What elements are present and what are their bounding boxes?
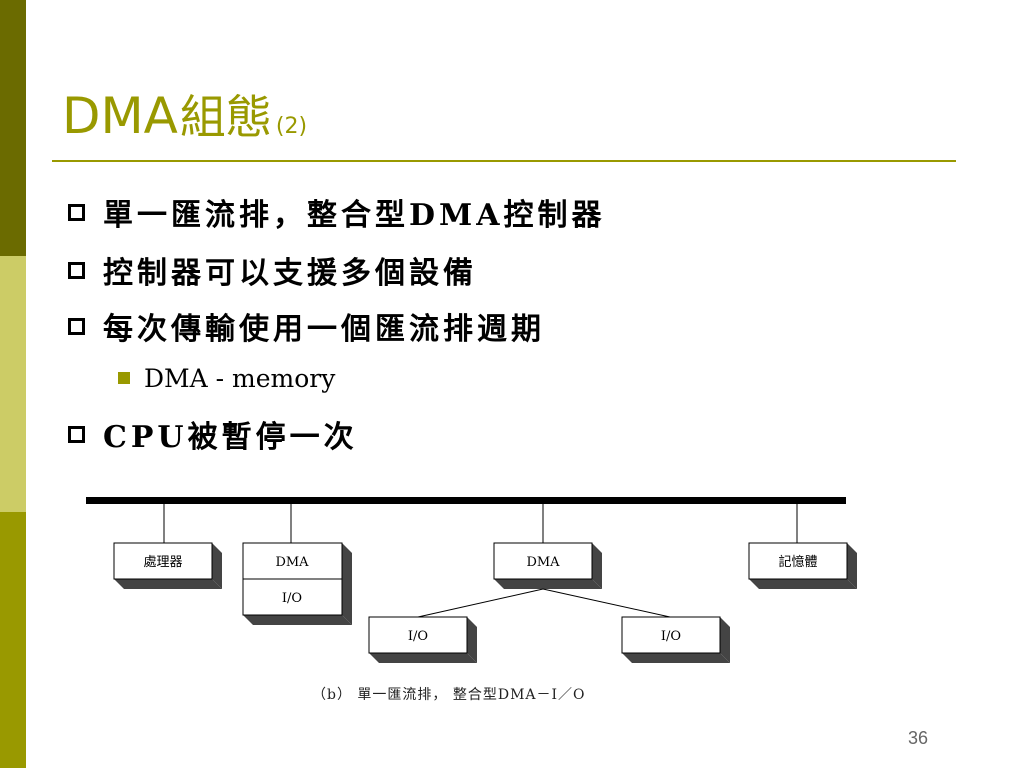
dma-center-box: DMA <box>493 542 602 589</box>
processor-label: 處理器 <box>143 555 182 570</box>
sub-bullet-text: DMA - memory <box>144 363 336 393</box>
memory-label: 記憶體 <box>778 554 817 570</box>
side-bar-top <box>0 0 26 256</box>
side-bar-middle <box>0 256 26 512</box>
bullet-text: 控制器可以支援多個設備 <box>103 256 477 291</box>
processor-box: 處理器 <box>113 542 222 589</box>
title-sub: (2) <box>275 114 308 139</box>
sub-bullet-item: DMA - memory <box>118 360 335 396</box>
io-bottom-right-label: I/O <box>661 629 681 644</box>
system-bus <box>86 497 846 504</box>
dma-left-label: DMA <box>275 555 309 570</box>
io-bottom-left-box: I/O <box>368 616 477 663</box>
dma-center-label: DMA <box>526 555 560 570</box>
dma-io-connector <box>417 588 544 618</box>
memory-box: 記憶體 <box>748 542 857 589</box>
bullet-text: 單一匯流排，整合型DMA控制器 <box>103 198 606 233</box>
bullet-item: 單一匯流排，整合型DMA控制器 <box>68 190 606 234</box>
side-bar-bottom <box>0 512 26 768</box>
io-left-label: I/O <box>282 591 302 606</box>
io-bottom-left-label: I/O <box>408 629 428 644</box>
hollow-square-bullet-icon <box>68 261 85 279</box>
bullet-text: CPU被暫停一次 <box>103 420 358 455</box>
page-number: 36 <box>908 728 929 748</box>
filled-square-bullet-icon <box>118 372 130 384</box>
hollow-square-bullet-icon <box>68 425 85 443</box>
title-main: DMA <box>62 87 178 145</box>
bullet-item: 每次傳輸使用一個匯流排週期 <box>68 304 545 348</box>
bullet-item: 控制器可以支援多個設備 <box>68 248 477 292</box>
title-cjk: 組態 <box>179 90 272 144</box>
dma-io-stack-box: DMA I/O <box>242 542 352 625</box>
slide-title: DMA組態(2) <box>62 80 307 163</box>
bullet-text: 每次傳輸使用一個匯流排週期 <box>103 312 545 347</box>
hollow-square-bullet-icon <box>68 203 85 221</box>
dma-io-connector <box>542 588 671 618</box>
hollow-square-bullet-icon <box>68 317 85 335</box>
diagram-caption: （b） 單一匯流排， 整合型DMA－I／O <box>312 687 586 703</box>
io-bottom-right-box: I/O <box>621 616 730 663</box>
bullet-item: CPU被暫停一次 <box>68 412 358 456</box>
title-divider <box>52 160 956 162</box>
